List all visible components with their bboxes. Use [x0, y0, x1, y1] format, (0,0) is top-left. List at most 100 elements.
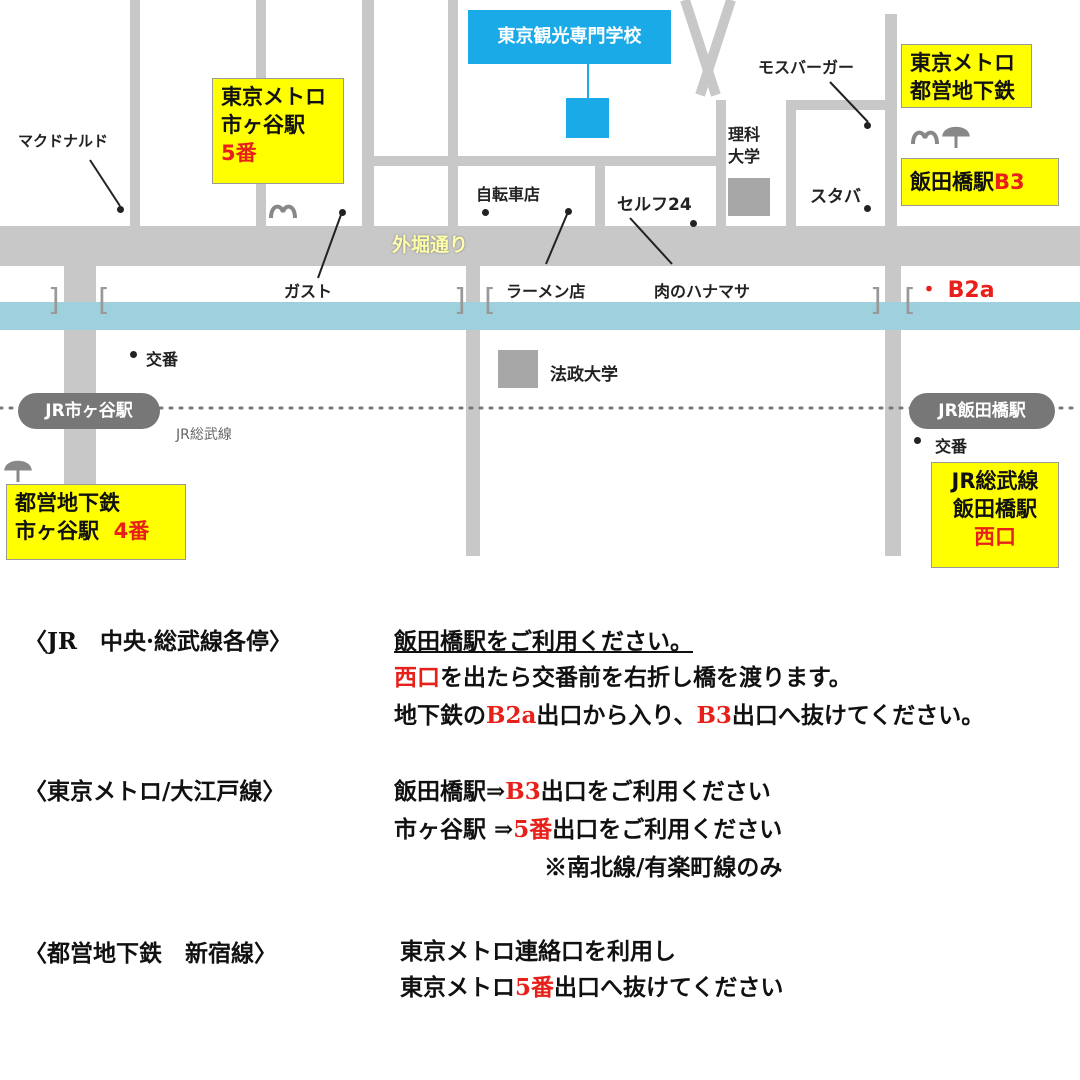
self24-label: セルフ24 [617, 195, 692, 215]
exit-number: 5番 [221, 141, 257, 165]
ramen-label: ラーメン店 [506, 282, 586, 301]
hananamasa-label: 肉のハナマサ [654, 282, 751, 301]
station-name: 飯田橋駅 [953, 497, 1037, 521]
highlight-b3: B3 [696, 702, 732, 729]
jr-line-2-text: を出たら交番前を右折し橋を渡ります。 [440, 664, 852, 691]
toei-section-title: 〈都営地下鉄 新宿線〉 [24, 940, 277, 967]
mcdonalds-label: マクドナルド [18, 132, 109, 150]
road-h-top-2 [604, 156, 716, 166]
street-name: 外堀通り [392, 234, 469, 256]
koban-marker [130, 351, 137, 358]
jr-line-label: JR総武線 [176, 427, 232, 443]
metro-ichigaya-box: 東京メトロ 市ヶ谷駅 5番 [212, 78, 344, 184]
koban-label: 交番 [146, 350, 179, 369]
toei-line-2: 東京メトロ5番出口へ抜けてください [400, 968, 783, 1002]
gusto-label: ガスト [284, 282, 333, 301]
iidabashi-b3-box: 飯田橋駅B3 [901, 158, 1059, 206]
jr-west-exit-box: JR総武線 飯田橋駅 西口 [931, 462, 1059, 568]
road-v-4 [448, 0, 458, 226]
road-south-3 [885, 266, 901, 556]
exit-number: B3 [994, 170, 1025, 194]
jr-line-3-a: 地下鉄の [394, 702, 486, 729]
mcdonalds-marker [117, 206, 124, 213]
station-name: 市ヶ谷駅 [221, 113, 305, 137]
science-university-label-2: 大学 [728, 147, 761, 166]
jr-line-3: 地下鉄のB2a出口から入り、B3出口へ抜けてください。 [394, 696, 984, 730]
leader-lines [89, 81, 869, 279]
mos-marker [864, 122, 871, 129]
area-map: ] [ ] [ ] [ 東京観光専門学校 外堀通り 東京メトロ 市ヶ谷駅 5番 … [0, 0, 1080, 568]
toei-line-2-a: 東京メトロ [400, 974, 515, 1001]
science-university-label: 理科 大学 [728, 124, 760, 168]
jr-ichigaya-station: JR市ヶ谷駅 [18, 393, 160, 429]
bicycle-marker [482, 209, 489, 216]
starbucks-label: スタバ [810, 187, 861, 207]
highlight-b3: B3 [505, 778, 541, 805]
exit-number: 4番 [113, 519, 150, 543]
road-v-3 [362, 0, 374, 226]
station-name: 市ヶ谷駅 [15, 519, 99, 543]
metro-logo-icon [911, 130, 939, 145]
metro-line-2: 市ヶ谷駅 ⇒5番出口をご利用ください [394, 810, 782, 844]
metro-line-1: 飯田橋駅⇒B3出口をご利用ください [394, 772, 771, 806]
road-h-upper-right [786, 100, 896, 110]
river [0, 302, 1080, 330]
jr-iidabashi-station: JR飯田橋駅 [909, 393, 1055, 429]
toei-ichigaya-box: 都営地下鉄 市ヶ谷駅 4番 [6, 484, 186, 560]
jr-line-3-c: 出口から入り、 [536, 702, 697, 729]
bridge-mark: [ [904, 283, 916, 318]
exit-name: 西口 [974, 525, 1016, 549]
road-v-8 [885, 14, 897, 226]
jr-section-title: 〈JR 中央·総武線各停〉 [24, 628, 293, 655]
hosei-university-label: 法政大学 [550, 365, 618, 385]
bridge-mark: [ [98, 283, 110, 318]
highlight-b2a: B2a [486, 702, 537, 729]
toei-logo-icon [942, 126, 970, 148]
bicycle-shop-label: 自転車店 [476, 185, 541, 204]
railway-line [0, 406, 1080, 410]
toei-label: 都営地下鉄 [15, 491, 120, 515]
bridge-mark: ] [48, 283, 60, 318]
metro-label: 東京メトロ [221, 85, 326, 109]
road-v-1 [130, 0, 140, 226]
hosei-university-building [498, 350, 538, 388]
starbucks-marker [864, 205, 871, 212]
metro-note: ※南北線/有楽町線のみ [544, 854, 783, 881]
road-v-7 [786, 100, 796, 226]
metro-line-2-c: 出口をご利用ください [552, 816, 783, 843]
sotobori-street [0, 226, 1080, 266]
jr-line-label: JR総武線 [951, 469, 1039, 493]
metro-line-2-a: 市ヶ谷駅 ⇒ [394, 816, 514, 843]
road-v-5 [595, 160, 605, 226]
metro-logo-icon [269, 204, 297, 219]
toei-label: 都営地下鉄 [910, 79, 1015, 103]
station-name: 飯田橋駅 [910, 170, 994, 194]
science-university-building [728, 178, 770, 216]
gusto-marker [339, 209, 346, 216]
jr-line-3-e: 出口へ抜けてください。 [731, 702, 985, 729]
highlight-exit-5: 5番 [513, 816, 553, 843]
school-label: 東京観光専門学校 [468, 10, 671, 64]
toei-logo-icon [4, 460, 32, 482]
school-connector [587, 64, 589, 98]
bridge-mark: ] [454, 283, 466, 318]
metro-section-title: 〈東京メトロ/大江戸線〉 [24, 778, 286, 805]
bridge-mark: [ [484, 283, 496, 318]
road-h-top [374, 156, 604, 166]
koban-marker [914, 437, 921, 444]
road-v-6 [716, 100, 726, 226]
metro-iidabashi-box: 東京メトロ 都営地下鉄 [901, 44, 1032, 108]
jr-line-1: 飯田橋駅をご利用ください。 [394, 628, 693, 655]
school-building [566, 98, 609, 138]
mos-label: モスバーガー [758, 58, 855, 77]
metro-line-1-c: 出口をご利用ください [540, 778, 771, 805]
highlight-exit-5: 5番 [515, 974, 555, 1001]
science-university-label-1: 理科 [728, 125, 761, 144]
koban-label: 交番 [935, 437, 968, 456]
self24-marker [690, 220, 697, 227]
metro-label: 東京メトロ [910, 51, 1015, 75]
bridge-mark: ] [870, 283, 882, 318]
access-guide: 〈JR 中央·総武線各停〉 飯田橋駅をご利用ください。 西口を出たら交番前を右折… [0, 600, 1080, 1080]
metro-line-1-a: 飯田橋駅⇒ [394, 778, 506, 805]
jr-line-2: 西口を出たら交番前を右折し橋を渡ります。 [394, 658, 852, 692]
